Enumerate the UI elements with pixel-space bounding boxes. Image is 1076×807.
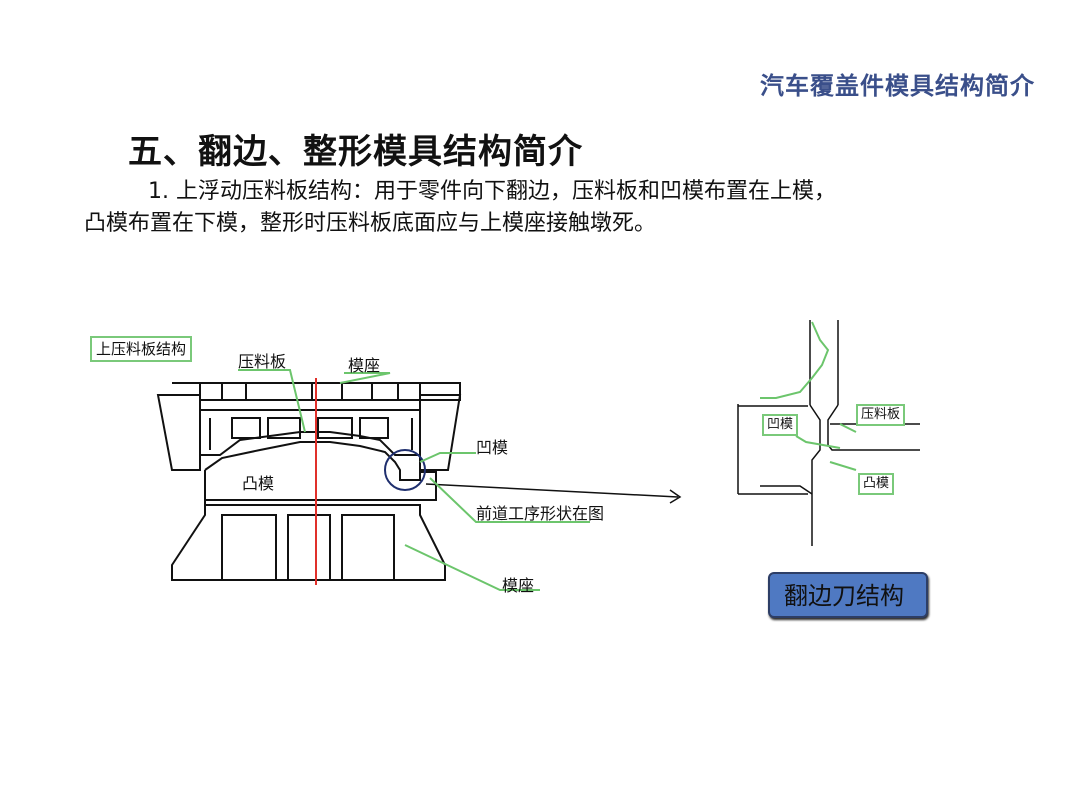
detail-circle [384, 449, 426, 491]
label-right-punch: 凸模 [858, 473, 895, 495]
slide-title: 五、翻边、整形模具结构简介 [128, 132, 583, 172]
label-punch: 凸模 [242, 474, 275, 493]
label-lower-die-base: 模座 [502, 576, 535, 595]
flange-knife-structure-label: 翻边刀结构 [784, 582, 904, 610]
label-pressure-pad: 压料板 [238, 352, 287, 371]
right-leader-lines [760, 321, 857, 471]
label-right-pad: 压料板 [856, 404, 906, 426]
flange-knife-structure-button[interactable] [768, 572, 928, 618]
description-paragraph: 1. 上浮动压料板结构：用于零件向下翻边，压料板和凹模布置在上模， 凸模布置在下… [84, 176, 1044, 240]
paragraph-line-1: 1. 上浮动压料板结构：用于零件向下翻边，压料板和凹模布置在上模， [148, 179, 836, 204]
label-upper-pad-structure: 上压料板结构 [90, 336, 193, 362]
left-die-outline [156, 382, 462, 581]
label-upper-die-base: 模座 [348, 356, 381, 375]
left-leader-lines [238, 369, 590, 591]
label-previous-shape: 前道工序形状在图 [476, 504, 605, 523]
header-title: 汽车覆盖件模具结构简介 [760, 72, 1035, 100]
paragraph-line-2: 凸模布置在下模，整形时压料板底面应与上模座接触墩死。 [84, 211, 657, 236]
label-die: 凹模 [476, 438, 509, 457]
arrow-head-icon [669, 489, 682, 504]
right-detail-outline [737, 320, 920, 546]
label-right-die: 凹模 [762, 414, 799, 436]
detail-arrow [425, 483, 679, 498]
